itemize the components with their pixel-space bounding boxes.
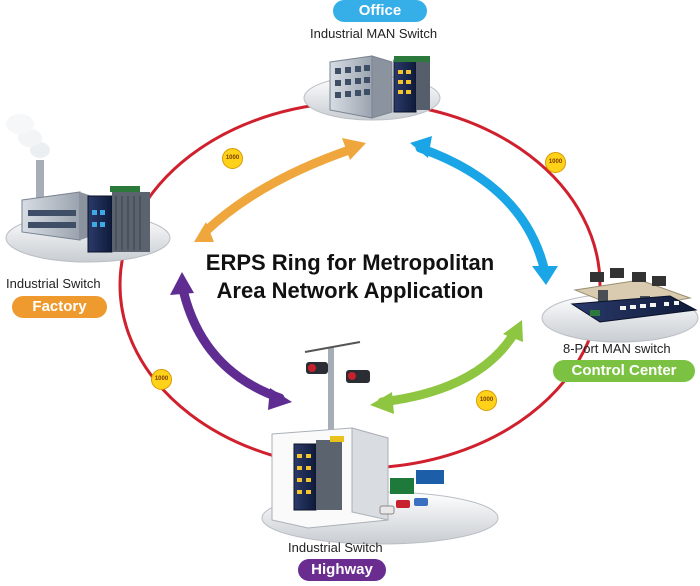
purple-arrow <box>170 272 292 410</box>
factory-caption: Industrial Switch <box>6 276 101 291</box>
blue-arrow <box>410 136 558 285</box>
control-center-icon <box>541 268 699 343</box>
link-speed-badge-bottom-left: 1000 <box>151 369 172 390</box>
diagram-title-line2: Area Network Application <box>216 278 484 303</box>
green-arrow <box>370 320 523 414</box>
office-caption: Industrial MAN Switch <box>310 26 438 41</box>
camera-icon <box>306 362 370 383</box>
link-speed-badge-top-left: 1000 <box>222 148 243 169</box>
diagram-title-line1: ERPS Ring for Metropolitan <box>205 250 495 275</box>
control-center-caption: 8-Port MAN switch <box>563 341 671 356</box>
orange-arrow <box>194 138 366 242</box>
factory-label: Factory <box>12 296 107 318</box>
highway-caption: Industrial Switch <box>288 540 383 555</box>
car-icon <box>379 498 428 515</box>
office-label: Office <box>333 0 427 22</box>
highway-icon <box>261 341 499 545</box>
factory-icon <box>5 114 171 263</box>
link-speed-badge-bottom-right: 1000 <box>476 390 497 411</box>
control-center-label: Control Center <box>553 360 695 382</box>
highway-label: Highway <box>298 559 386 581</box>
link-speed-badge-top-right: 1000 <box>545 152 566 173</box>
office-building-icon <box>303 55 441 121</box>
